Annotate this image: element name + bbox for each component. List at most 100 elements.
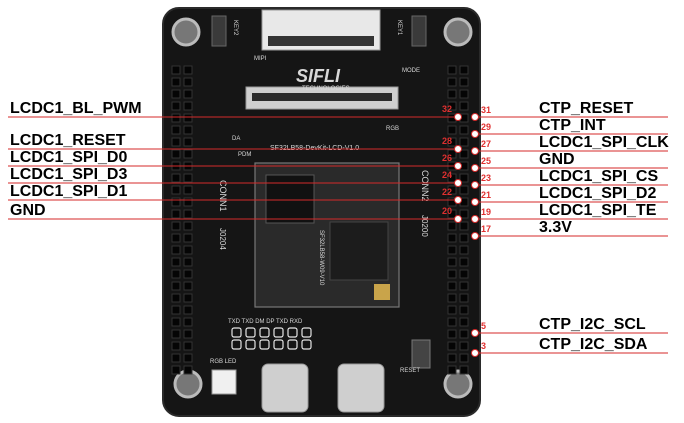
pin-number: 19 [481, 207, 492, 217]
right-header-pin [459, 185, 469, 195]
right-header-pin [459, 293, 469, 303]
left-header-pin [171, 209, 181, 219]
pin-marker [454, 215, 462, 223]
right-header-pin [447, 317, 457, 327]
right-header-pin [459, 137, 469, 147]
right-pin-label: LCDC1_SPI_CLK [539, 134, 669, 151]
right-header-pin [459, 101, 469, 111]
pin-number: 25 [481, 156, 492, 166]
rgb-led [211, 369, 237, 395]
left-pin-label: LCDC1_SPI_D1 [10, 183, 128, 200]
left-header-pin [183, 353, 193, 363]
right-header-pin [459, 89, 469, 99]
left-header-pin [171, 77, 181, 87]
right-header-pin [447, 149, 457, 159]
right-header-pin [459, 209, 469, 219]
left-header-pin [183, 305, 193, 315]
mode-label: MODE [402, 68, 420, 74]
pin-marker [471, 198, 479, 206]
pin-marker [471, 329, 479, 337]
left-header-pin [171, 269, 181, 279]
pin-marker [471, 113, 479, 121]
left-header-pin [171, 317, 181, 327]
pin-number: 21 [481, 190, 492, 200]
right-pin-label: CTP_I2C_SCL [539, 316, 646, 333]
left-header-pin [183, 65, 193, 75]
pin-marker [454, 113, 462, 121]
pin-marker [454, 162, 462, 170]
right-header-pin [459, 221, 469, 231]
right-header-pin [459, 173, 469, 183]
left-header-pin [171, 101, 181, 111]
right-header-pin [447, 125, 457, 135]
uart-header-pin [273, 339, 284, 350]
uart-header-pin [259, 339, 270, 350]
reset-button [411, 339, 431, 369]
mounting-hole-top-right [443, 17, 473, 47]
right-header-pin [447, 353, 457, 363]
uart-header-pin [245, 339, 256, 350]
pin-marker [454, 196, 462, 204]
uart-header-pin [301, 339, 312, 350]
right-header-pin [459, 77, 469, 87]
right-header-pin [459, 149, 469, 159]
dev-board: SIFLI TECHNOLOGIES SF32LB58-DevKit-LCD-V… [162, 7, 481, 417]
uart-header-pin [231, 327, 242, 338]
left-header-pin [183, 137, 193, 147]
pin-number: 31 [481, 105, 492, 115]
da-label: DA [232, 136, 240, 142]
left-pin-label: GND [10, 202, 46, 219]
pin-number: 29 [481, 122, 492, 132]
left-header-pin [171, 149, 181, 159]
left-header-pin [171, 173, 181, 183]
right-header-pin [459, 245, 469, 255]
right-header-pin [447, 329, 457, 339]
left-header-pin [183, 113, 193, 123]
right-header-pin [447, 137, 457, 147]
right-header-pin [447, 101, 457, 111]
left-header-pin [183, 281, 193, 291]
right-pin-label: 3.3V [539, 219, 572, 236]
left-header-pin [171, 197, 181, 207]
right-header-pin [459, 305, 469, 315]
left-header-pin [171, 221, 181, 231]
mounting-hole-bottom-right [443, 369, 473, 399]
left-header-pin [171, 89, 181, 99]
rgb-led-label: RGB LED [210, 359, 237, 365]
left-header-pin [183, 365, 193, 375]
left-header-pin [171, 365, 181, 375]
left-header-pin [183, 233, 193, 243]
pin-marker [471, 349, 479, 357]
right-pin-header [447, 65, 469, 375]
right-header-pin [447, 257, 457, 267]
conn2-id-label: J0200 [420, 215, 429, 237]
left-header-pin [171, 125, 181, 135]
conn2-label: CONN2 [420, 170, 430, 202]
left-header-pin [171, 329, 181, 339]
left-header-pin [183, 341, 193, 351]
right-header-pin [447, 185, 457, 195]
left-header-pin [183, 125, 193, 135]
left-pin-label: LCDC1_SPI_D3 [10, 166, 128, 183]
right-header-pin [459, 281, 469, 291]
brand-sub-text: TECHNOLOGIES [302, 86, 350, 92]
right-pin-label: CTP_I2C_SDA [539, 336, 648, 353]
pin-number: 24 [442, 170, 453, 180]
key2-label: KEY2 [232, 20, 238, 36]
pin-number: 22 [442, 187, 453, 197]
left-header-pin [183, 221, 193, 231]
pin-marker [471, 232, 479, 240]
pdm-label: PDM [238, 152, 251, 158]
key1-button [411, 15, 427, 47]
left-header-pin [171, 185, 181, 195]
left-header-pin [183, 257, 193, 267]
mounting-holes [171, 17, 473, 399]
left-header-pin [171, 245, 181, 255]
usb-c-port-right [337, 363, 385, 413]
right-header-pin [459, 233, 469, 243]
pin-number: 20 [442, 206, 453, 216]
pin-number: 27 [481, 139, 492, 149]
right-pin-label: LCDC1_SPI_CS [539, 168, 659, 185]
uart-pin-header [231, 327, 312, 350]
